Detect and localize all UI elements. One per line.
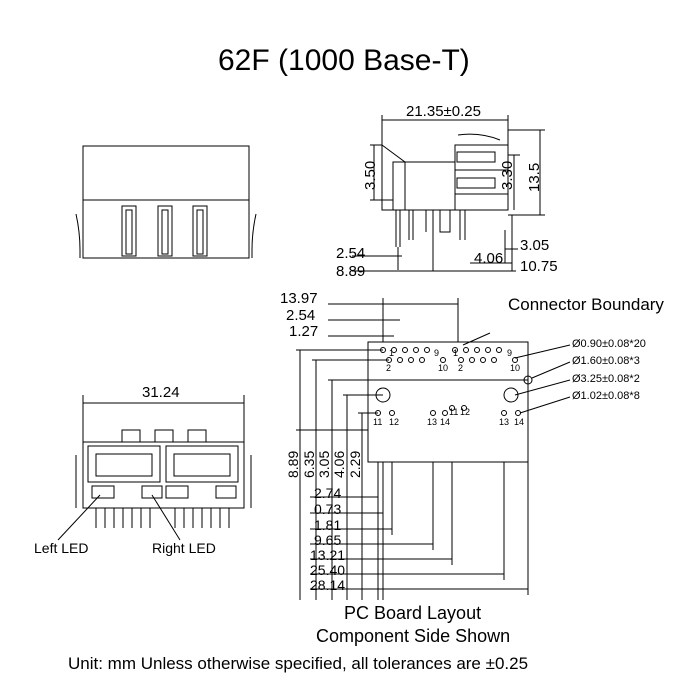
pin-label: 13 (427, 417, 438, 427)
pcb-dim-13-97: 13.97 (280, 290, 318, 307)
pin-label: 9 (507, 348, 513, 358)
pin-label: 13 (499, 417, 510, 427)
side-view-dimensions (352, 115, 545, 272)
hole-spec-4: Ø1.02±0.08*8 (572, 390, 640, 402)
pcb-dim-2-54: 2.54 (286, 307, 316, 324)
pcb-dim-1-27: 1.27 (289, 323, 319, 340)
pcb-dimensions (296, 298, 529, 600)
pin-label: 12 (389, 417, 400, 427)
pcb-caption-line2: Component Side Shown (316, 626, 511, 646)
side-width-dim: 21.35±0.25 (406, 103, 481, 120)
side-view-outline (381, 133, 509, 247)
pin-label: 14 (514, 417, 525, 427)
side-dim-10-75: 10.75 (520, 258, 558, 275)
side-dim-3-05: 3.05 (520, 237, 550, 254)
pin-label: 14 (440, 417, 451, 427)
pin-label: 10 (438, 363, 449, 373)
pin-label: 2 (458, 363, 464, 373)
side-dim-2-54: 2.54 (336, 245, 366, 262)
pin-label: 9 (434, 348, 440, 358)
side-dim-8-89: 8.89 (336, 263, 366, 280)
hole-spec-2: Ø1.60±0.08*3 (572, 355, 640, 367)
front-view-outline (57, 395, 252, 541)
pin-label: 2 (386, 363, 392, 373)
drawing-title: 62F (1000 Base-T) (218, 44, 470, 77)
pin-label: 1 (453, 348, 459, 358)
front-width-dim: 31.24 (142, 384, 180, 401)
hole-spec-1: Ø0.90±0.08*20 (572, 338, 646, 350)
units-note: Unit: mm Unless otherwise specified, all… (68, 654, 529, 673)
left-led-label: Left LED (34, 540, 89, 556)
right-led-label: Right LED (152, 540, 216, 556)
pcb-outline (367, 332, 571, 463)
hole-spec-3: Ø3.25±0.08*2 (572, 373, 640, 385)
connector-boundary-label: Connector Boundary (508, 295, 664, 314)
pin-label: 11 (373, 417, 383, 427)
pin-label: 11 (449, 407, 459, 417)
pin-label: 12 (460, 407, 471, 417)
pin-label: 10 (510, 363, 521, 373)
top-view-outline (75, 145, 257, 259)
pcb-caption-line1: PC Board Layout (344, 603, 482, 623)
side-dim-4-06: 4.06 (474, 250, 504, 267)
pin-label: 1 (389, 348, 395, 358)
